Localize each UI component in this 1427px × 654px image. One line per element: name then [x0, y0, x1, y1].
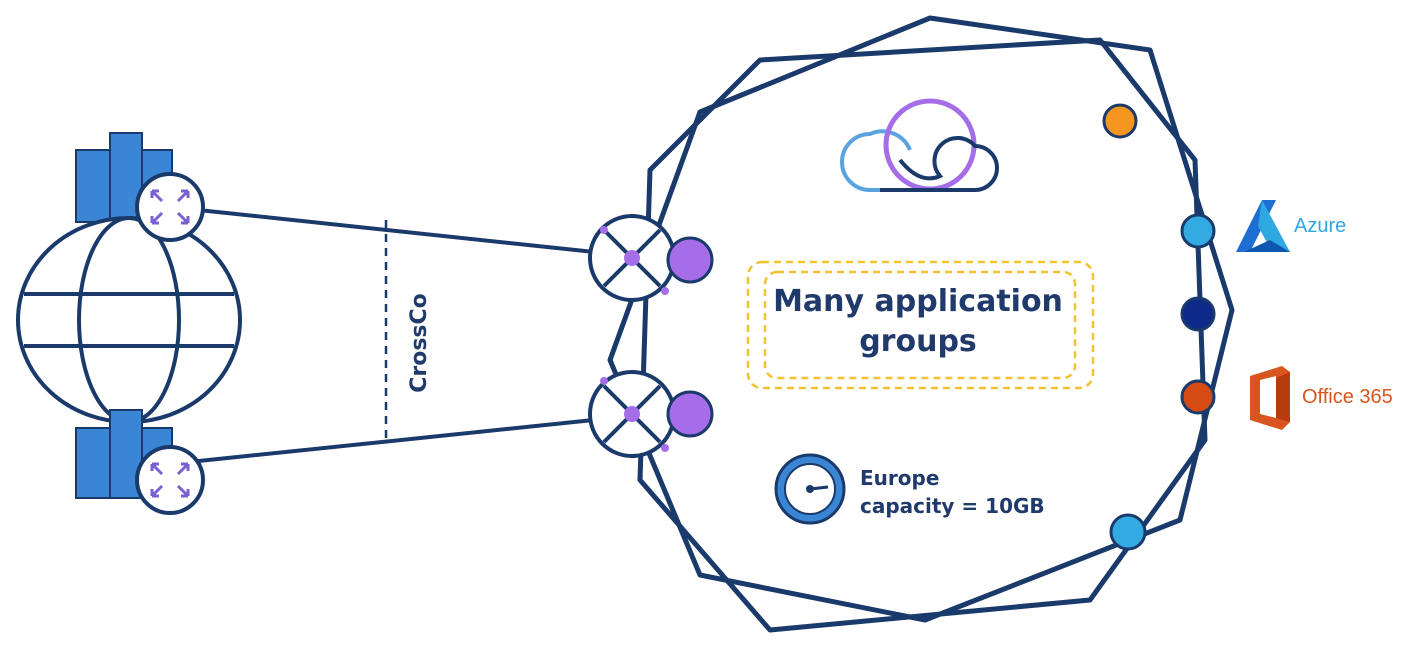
- capacity-line-2: capacity = 10GB: [860, 494, 1045, 518]
- node-light-blue-top: [1180, 213, 1216, 249]
- node-light-blue-bottom: [1109, 513, 1147, 551]
- globe-icon: [16, 132, 242, 499]
- azure-logo-icon: [1236, 200, 1290, 252]
- office-365-logo-icon: [1250, 366, 1290, 430]
- capacity-line-1: Europe: [860, 466, 940, 490]
- node-red: [1180, 379, 1216, 415]
- application-group-box-outer: [746, 260, 1095, 390]
- capacity-label: Europe capacity = 10GB: [860, 464, 1120, 520]
- crossco-label: CrossCo: [407, 293, 432, 393]
- edge-node-top-icon: [588, 214, 676, 302]
- purple-node-bottom: [666, 390, 714, 438]
- router-badge-bottom-icon: [135, 445, 205, 515]
- link-line-bottom: [169, 414, 633, 466]
- purple-node-top: [666, 236, 714, 284]
- edge-node-bottom-icon: [588, 370, 676, 458]
- node-orange: [1102, 103, 1138, 139]
- router-badge-top-icon: [135, 172, 205, 242]
- application-groups-line-1: Many application: [773, 284, 1063, 319]
- azure-label: Azure: [1294, 215, 1347, 237]
- office-365-label: Office 365: [1302, 386, 1393, 408]
- link-line-top: [169, 205, 633, 258]
- cloud-icon: [840, 98, 999, 192]
- application-groups-line-2: groups: [859, 324, 977, 359]
- application-groups-label: Many application groups: [760, 282, 1076, 362]
- node-navy: [1180, 296, 1216, 332]
- gauge-icon: [774, 453, 846, 525]
